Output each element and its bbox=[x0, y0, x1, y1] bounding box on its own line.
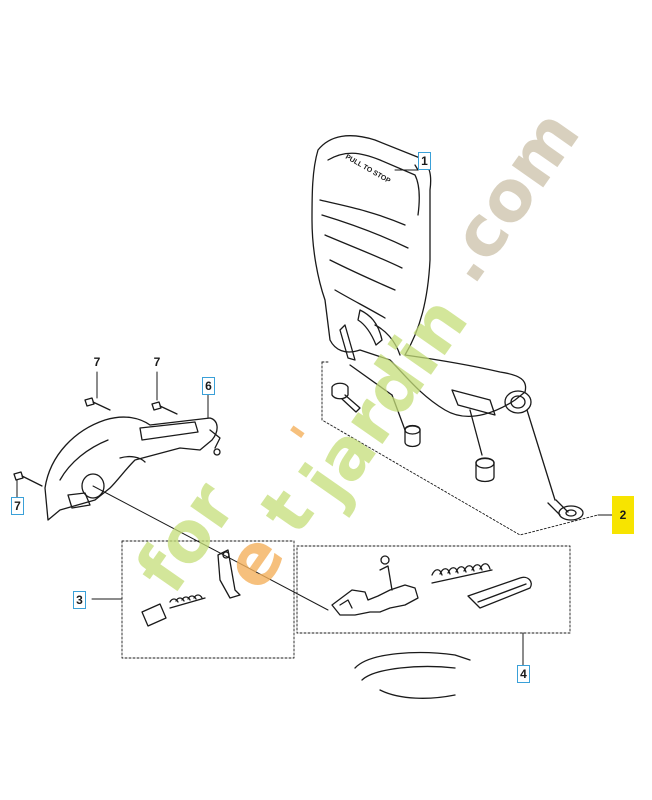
hand-guard-part bbox=[311, 135, 532, 417]
callout-1[interactable]: 1 bbox=[418, 152, 431, 170]
callout-2[interactable]: 2 bbox=[612, 496, 634, 534]
callout-4[interactable]: 4 bbox=[517, 665, 530, 683]
screw-7-c bbox=[13, 471, 43, 487]
hand-guard-embossed-text: PULL TO STOP bbox=[344, 154, 392, 186]
callout-7-a[interactable]: 7 bbox=[93, 355, 101, 369]
kit-3-items bbox=[141, 549, 241, 627]
kit-2-items bbox=[331, 364, 584, 521]
callout-7-c[interactable]: 7 bbox=[11, 497, 24, 515]
screw-7-b bbox=[151, 401, 178, 415]
brake-housing-part bbox=[44, 416, 221, 521]
kit-2-frame bbox=[321, 361, 599, 536]
screw-7-a bbox=[84, 397, 111, 411]
callout-6[interactable]: 6 bbox=[202, 377, 215, 395]
callout-3[interactable]: 3 bbox=[73, 591, 86, 609]
kit-3-frame bbox=[121, 540, 295, 659]
kit-4-frame bbox=[296, 545, 571, 634]
brake-band-part bbox=[354, 651, 471, 699]
kit-4-items bbox=[331, 555, 532, 616]
callout-7-b[interactable]: 7 bbox=[153, 355, 161, 369]
leader-lines bbox=[16, 169, 613, 666]
